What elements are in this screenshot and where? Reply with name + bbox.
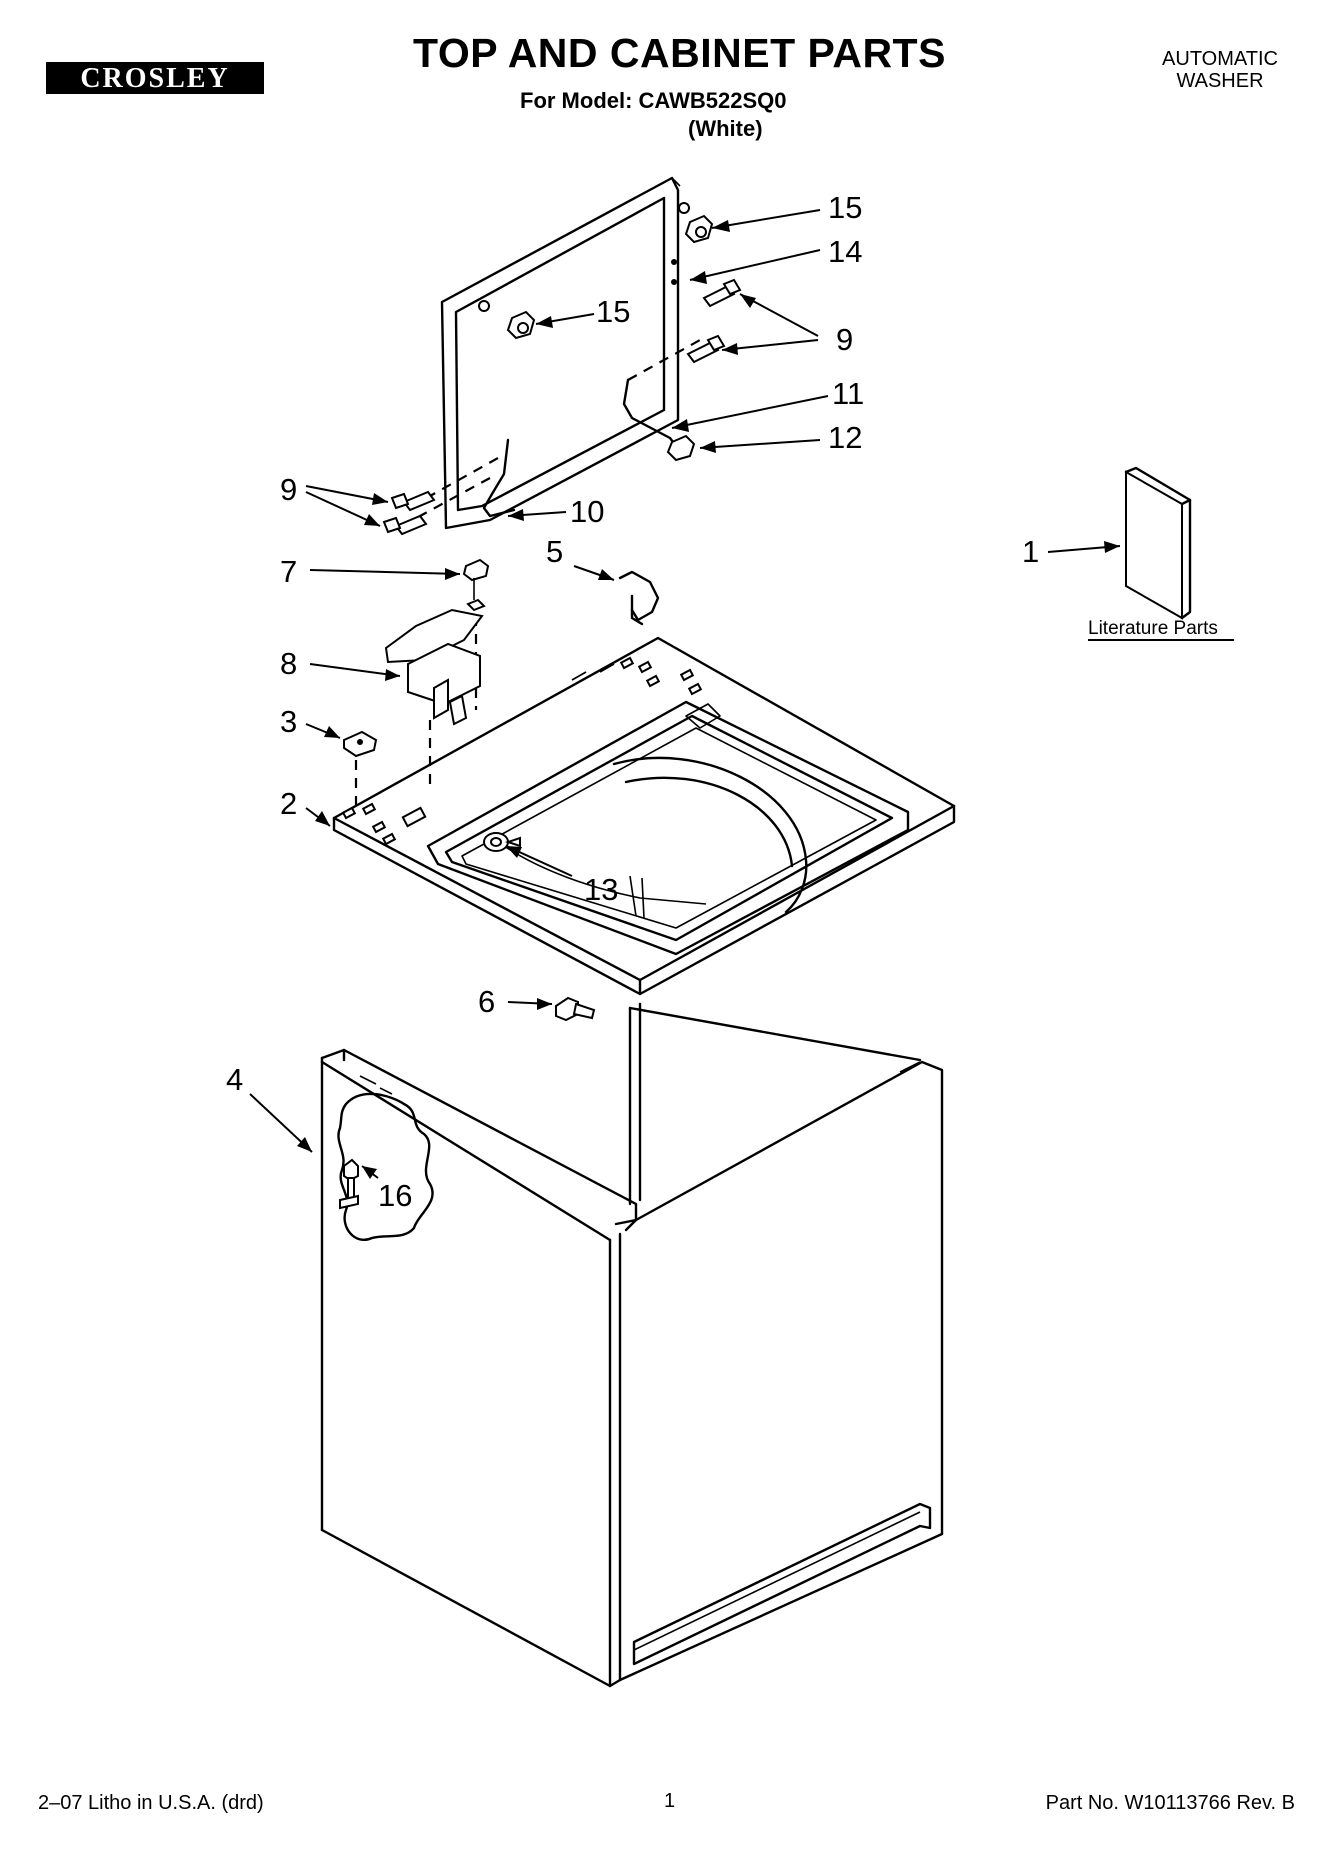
callout-labels: 15 14 15 9 11 12 9 10 1 7 5 8 3 2 13 6 4… bbox=[226, 190, 1234, 1213]
callout-8: 8 bbox=[280, 646, 297, 681]
callout-14: 14 bbox=[828, 234, 862, 269]
product-category: AUTOMATIC WASHER bbox=[1120, 48, 1320, 92]
part-number: Part No. W10113766 Rev. B bbox=[1045, 1792, 1295, 1814]
category-line-2: WASHER bbox=[1176, 70, 1264, 92]
literature-parts-label: Literature Parts bbox=[1088, 618, 1218, 639]
hinge-rod-right bbox=[622, 339, 701, 462]
callout-12: 12 bbox=[828, 420, 862, 455]
cabinet bbox=[320, 1002, 944, 1688]
callout-9-lower: 9 bbox=[280, 472, 297, 507]
leader-lines bbox=[249, 209, 1121, 1179]
crosley-logo: CROSLEY bbox=[46, 62, 264, 94]
callout-2: 2 bbox=[280, 786, 297, 821]
cabinet-cutaway bbox=[337, 1092, 434, 1241]
page-number: 1 bbox=[663, 1790, 676, 1812]
cabinet-screw bbox=[555, 996, 596, 1022]
wire-clip bbox=[618, 570, 660, 626]
switch-screw bbox=[462, 558, 490, 710]
literature-booklet bbox=[1124, 466, 1192, 620]
hinge-rod-left bbox=[419, 438, 516, 518]
hinge-screws-upper bbox=[686, 278, 742, 364]
lid-frame bbox=[440, 176, 690, 530]
callout-15-upper: 15 bbox=[828, 190, 862, 225]
callout-10: 10 bbox=[570, 494, 604, 529]
callout-4: 4 bbox=[226, 1062, 243, 1097]
callout-13: 13 bbox=[584, 872, 618, 907]
category-line-1: AUTOMATIC bbox=[1162, 48, 1278, 70]
callout-1: 1 bbox=[1022, 534, 1039, 569]
hinge-screws-lower bbox=[382, 490, 436, 536]
page-title: TOP AND CABINET PARTS bbox=[413, 30, 946, 76]
callout-11: 11 bbox=[832, 376, 864, 411]
top-clip bbox=[343, 730, 378, 814]
washer-top bbox=[332, 636, 956, 996]
model-subtitle: For Model: CAWB522SQ0 bbox=[520, 88, 787, 113]
lid-bumper-upper bbox=[684, 214, 714, 244]
callout-9-upper: 9 bbox=[836, 322, 853, 357]
model-variant: (White) bbox=[688, 116, 763, 141]
callout-16: 16 bbox=[378, 1178, 412, 1213]
footer-print-info: 2–07 Litho in U.S.A. (drd) bbox=[38, 1792, 264, 1814]
callout-5: 5 bbox=[546, 534, 563, 569]
lid-switch bbox=[384, 608, 484, 792]
brand-text: CROSLEY bbox=[80, 63, 229, 94]
callout-6: 6 bbox=[478, 984, 495, 1019]
callout-15-lower: 15 bbox=[596, 294, 630, 329]
lid-bumper-lower bbox=[506, 310, 536, 340]
callout-7: 7 bbox=[280, 554, 297, 589]
callout-3: 3 bbox=[280, 704, 297, 739]
top-grommet bbox=[483, 832, 521, 852]
